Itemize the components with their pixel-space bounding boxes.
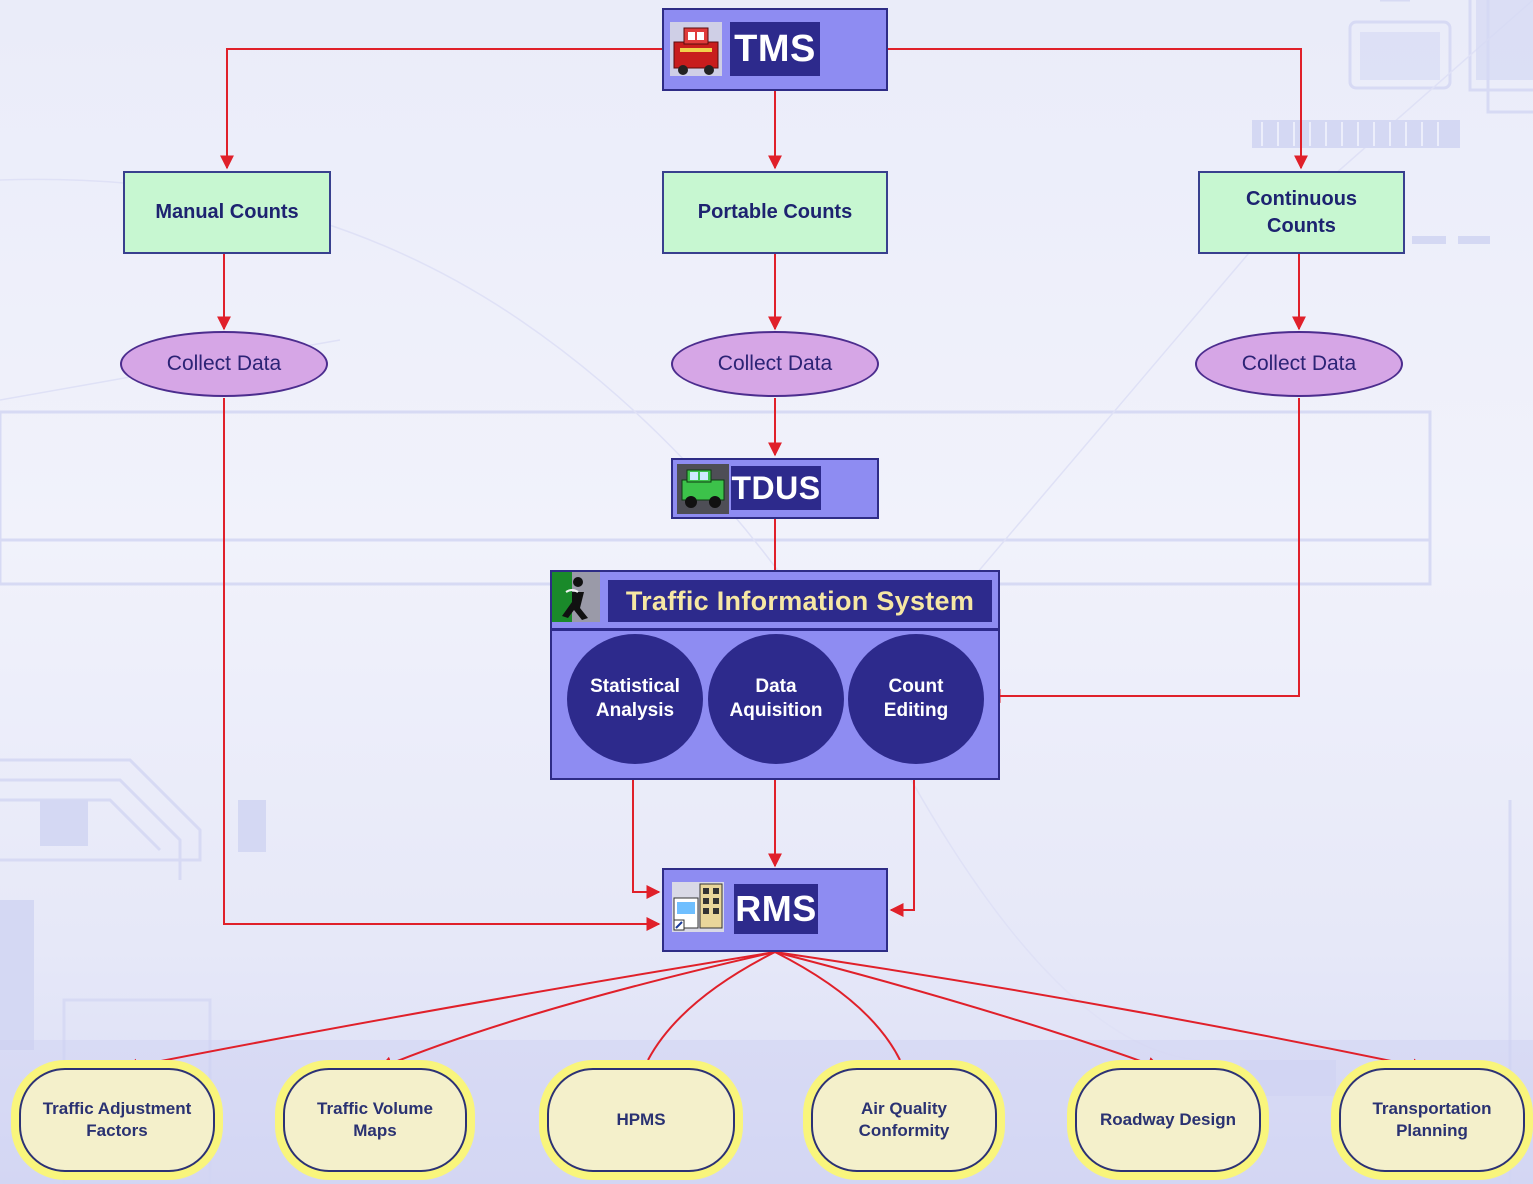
output-traffic-adjustment-factors[interactable]: Traffic Adjustment Factors <box>19 1068 215 1172</box>
curve-rms-to-air-quality <box>774 951 901 1061</box>
output-air-quality-conformity[interactable]: Air Quality Conformity <box>811 1068 997 1172</box>
fire-truck-icon <box>670 22 722 76</box>
collect-data-manual[interactable]: Collect Data <box>120 331 328 397</box>
continuous-counts-box[interactable]: Continuous Counts <box>1198 171 1405 254</box>
output-hpms[interactable]: HPMS <box>547 1068 735 1172</box>
arrow-collect-to-editing <box>986 398 1300 703</box>
tms-label: TMS <box>730 22 820 76</box>
arrow-tms-to-continuous <box>887 48 1308 170</box>
arrow-editing-to-rms <box>889 762 915 917</box>
count-editing-module[interactable]: Count Editing <box>848 634 984 764</box>
arrow-collect-to-rms <box>223 398 661 931</box>
collect-data-portable[interactable]: Collect Data <box>671 331 879 397</box>
curve-rms-to-planning <box>774 951 1427 1073</box>
portable-counts-label: Portable Counts <box>697 201 853 223</box>
output-transportation-planning[interactable]: Transportation Planning <box>1339 1068 1525 1172</box>
arrow-tms-to-manual <box>220 48 662 170</box>
curve-rms-to-tafactors <box>123 951 776 1073</box>
arrow-analysis-to-rms <box>632 762 661 899</box>
tdus-label: TDUS <box>731 466 821 510</box>
tms-box[interactable]: TMS <box>662 8 888 91</box>
info-person-icon <box>552 572 600 622</box>
collect-data-label: Collect Data <box>1241 352 1357 375</box>
curve-rms-to-roadway <box>774 951 1162 1071</box>
rms-label: RMS <box>734 884 818 934</box>
manual-counts-label: Manual Counts <box>155 201 299 223</box>
curve-rms-to-volume-maps <box>378 951 776 1070</box>
curve-rms-to-hpms <box>647 951 776 1061</box>
continuous-counts-label: Continuous Counts <box>1245 187 1358 237</box>
tis-divider <box>552 628 998 631</box>
collect-data-label: Collect Data <box>166 352 282 375</box>
rms-box[interactable]: RMS <box>662 868 888 952</box>
jeep-icon <box>677 464 729 514</box>
tis-title: Traffic Information System <box>608 580 992 622</box>
collect-data-continuous[interactable]: Collect Data <box>1195 331 1403 397</box>
manual-counts-box[interactable]: Manual Counts <box>123 171 331 254</box>
statistical-analysis-module[interactable]: Statistical Analysis <box>567 634 703 764</box>
collect-data-label: Collect Data <box>717 352 833 375</box>
output-roadway-design[interactable]: Roadway Design <box>1075 1068 1261 1172</box>
traffic-information-system-box[interactable]: Traffic Information System Statistical A… <box>550 570 1000 780</box>
portable-counts-box[interactable]: Portable Counts <box>662 171 888 254</box>
map-building-icon <box>672 882 724 932</box>
tdus-box[interactable]: TDUS <box>671 458 879 519</box>
data-acquisition-module[interactable]: Data Aquisition <box>708 634 844 764</box>
output-traffic-volume-maps[interactable]: Traffic Volume Maps <box>283 1068 467 1172</box>
